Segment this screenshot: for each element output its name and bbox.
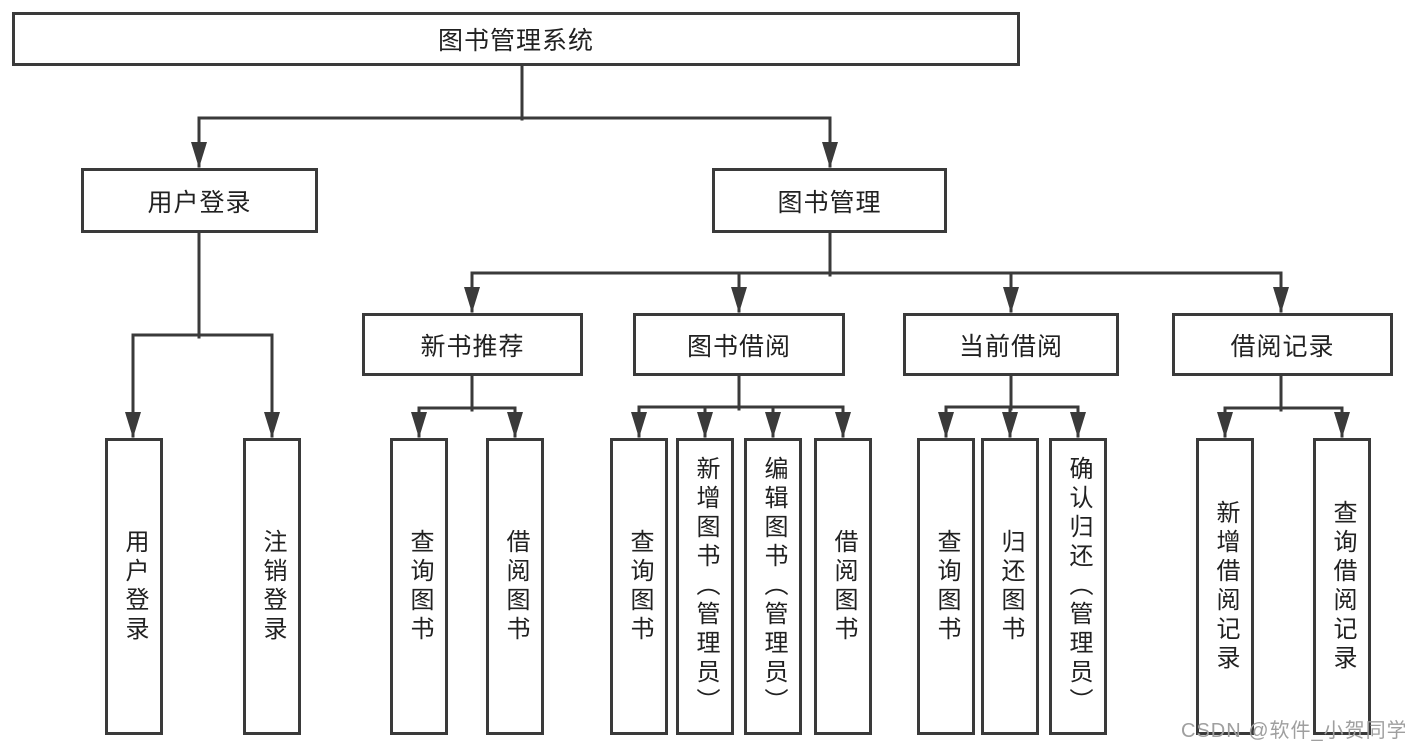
leaf-query-borrow-record-label: 查询借阅记录 [1329, 499, 1356, 674]
node-user-login: 用户登录 [81, 168, 318, 233]
node-new-book-recommend-label: 新书推荐 [420, 332, 525, 361]
node-borrowing-records: 借阅记录 [1172, 313, 1393, 376]
node-book-borrowing: 图书借阅 [633, 313, 845, 376]
leaf-confirm-return-admin: 确认归还（管理员） [1049, 438, 1107, 735]
connector-stems [197, 64, 1283, 412]
connector-rails [131, 116, 1344, 410]
leaf-query-books-current: 查询图书 [917, 438, 975, 735]
node-library-system-label: 图书管理系统 [437, 27, 594, 55]
csdn-watermark: CSDN @软件_小贺同学 [1181, 720, 1405, 742]
leaf-query-borrow-record: 查询借阅记录 [1313, 438, 1371, 735]
leaf-add-borrow-record-label: 新增借阅记录 [1212, 499, 1239, 674]
leaf-return-book: 归还图书 [981, 438, 1039, 735]
leaf-add-borrow-record: 新增借阅记录 [1196, 438, 1254, 735]
leaf-add-book-admin: 新增图书（管理员） [676, 438, 734, 735]
leaf-query-books-recommend-label: 查询图书 [406, 528, 433, 645]
leaf-logout: 注销登录 [243, 438, 301, 735]
leaf-query-books-borrowing-label: 查询图书 [626, 528, 653, 645]
leaf-return-book-label: 归还图书 [997, 528, 1024, 645]
node-book-borrowing-label: 图书借阅 [686, 332, 791, 361]
node-current-borrowing: 当前借阅 [903, 313, 1119, 376]
leaf-borrow-books-recommend-label: 借阅图书 [502, 528, 529, 645]
leaf-query-books-current-label: 查询图书 [933, 528, 960, 645]
node-library-system: 图书管理系统 [12, 12, 1020, 66]
leaf-borrow-books-label: 借阅图书 [830, 528, 857, 645]
node-borrowing-records-label: 借阅记录 [1230, 332, 1335, 361]
leaf-edit-book-admin-label: 编辑图书（管理员） [760, 456, 787, 717]
leaf-logout-label: 注销登录 [259, 528, 286, 645]
leaf-add-book-admin-label: 新增图书（管理员） [692, 456, 719, 717]
node-new-book-recommend: 新书推荐 [362, 313, 583, 376]
node-user-login-label: 用户登录 [147, 188, 252, 217]
leaf-confirm-return-admin-label: 确认归还（管理员） [1065, 456, 1092, 717]
leaf-query-books-recommend: 查询图书 [390, 438, 448, 735]
leaf-edit-book-admin: 编辑图书（管理员） [744, 438, 802, 735]
node-book-management-label: 图书管理 [777, 188, 882, 217]
leaf-user-login-label: 用户登录 [121, 528, 148, 645]
connector-arrows [125, 116, 1350, 438]
leaf-borrow-books-recommend: 借阅图书 [486, 438, 544, 735]
leaf-user-login: 用户登录 [105, 438, 163, 735]
node-book-management: 图书管理 [712, 168, 947, 233]
leaf-borrow-books: 借阅图书 [814, 438, 872, 735]
node-current-borrowing-label: 当前借阅 [958, 332, 1063, 361]
leaf-query-books-borrowing: 查询图书 [610, 438, 668, 735]
